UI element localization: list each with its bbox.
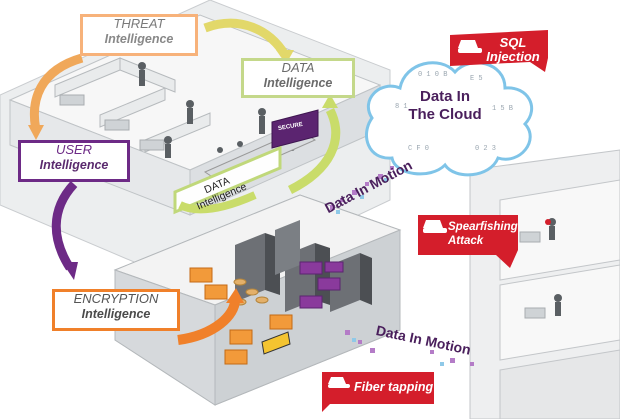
user-intelligence-label: USER Intelligence xyxy=(18,140,130,182)
encryption-intelligence-label: ENCRYPTION Intelligence xyxy=(52,289,180,331)
svg-text:1 5 B: 1 5 B xyxy=(492,105,513,113)
spearfishing-attack-tag: Spearfishing Attack xyxy=(448,220,518,248)
data-intelligence-label: DATA Intelligence xyxy=(241,58,355,98)
sql-tag-line1: SQL xyxy=(499,35,527,50)
spear-tag-line2: Attack xyxy=(448,235,484,247)
cloud-label-line1: Data In xyxy=(419,88,470,105)
svg-text:0 2 3: 0 2 3 xyxy=(475,145,496,153)
cloud-label: Data In The Cloud xyxy=(395,88,495,124)
threat-intelligence-label: THREAT Intelligence xyxy=(80,14,198,56)
svg-text:C F 0: C F 0 xyxy=(408,145,429,153)
sql-tag-line2: Injection xyxy=(486,49,540,64)
encryption-label-subtitle: Intelligence xyxy=(81,306,151,321)
user-label-subtitle: Intelligence xyxy=(39,157,109,172)
svg-text:0 1 0 B: 0 1 0 B xyxy=(418,71,447,79)
spear-tag-line1: Spearfishing xyxy=(448,221,518,233)
svg-text:E 5: E 5 xyxy=(470,75,483,83)
user-label-title: USER xyxy=(55,142,93,157)
cloud-label-line2: The Cloud xyxy=(408,106,482,123)
fiber-tapping-tag: Fiber tapping xyxy=(354,380,434,394)
data-label-title: DATA xyxy=(281,60,315,75)
data-label-subtitle: Intelligence xyxy=(263,75,333,90)
sql-injection-tag: SQL Injection xyxy=(480,36,546,64)
threat-label-title: THREAT xyxy=(113,16,165,31)
encryption-label-title: ENCRYPTION xyxy=(73,291,159,306)
threat-label-subtitle: Intelligence xyxy=(104,31,174,46)
svg-text:8 1: 8 1 xyxy=(395,103,408,111)
